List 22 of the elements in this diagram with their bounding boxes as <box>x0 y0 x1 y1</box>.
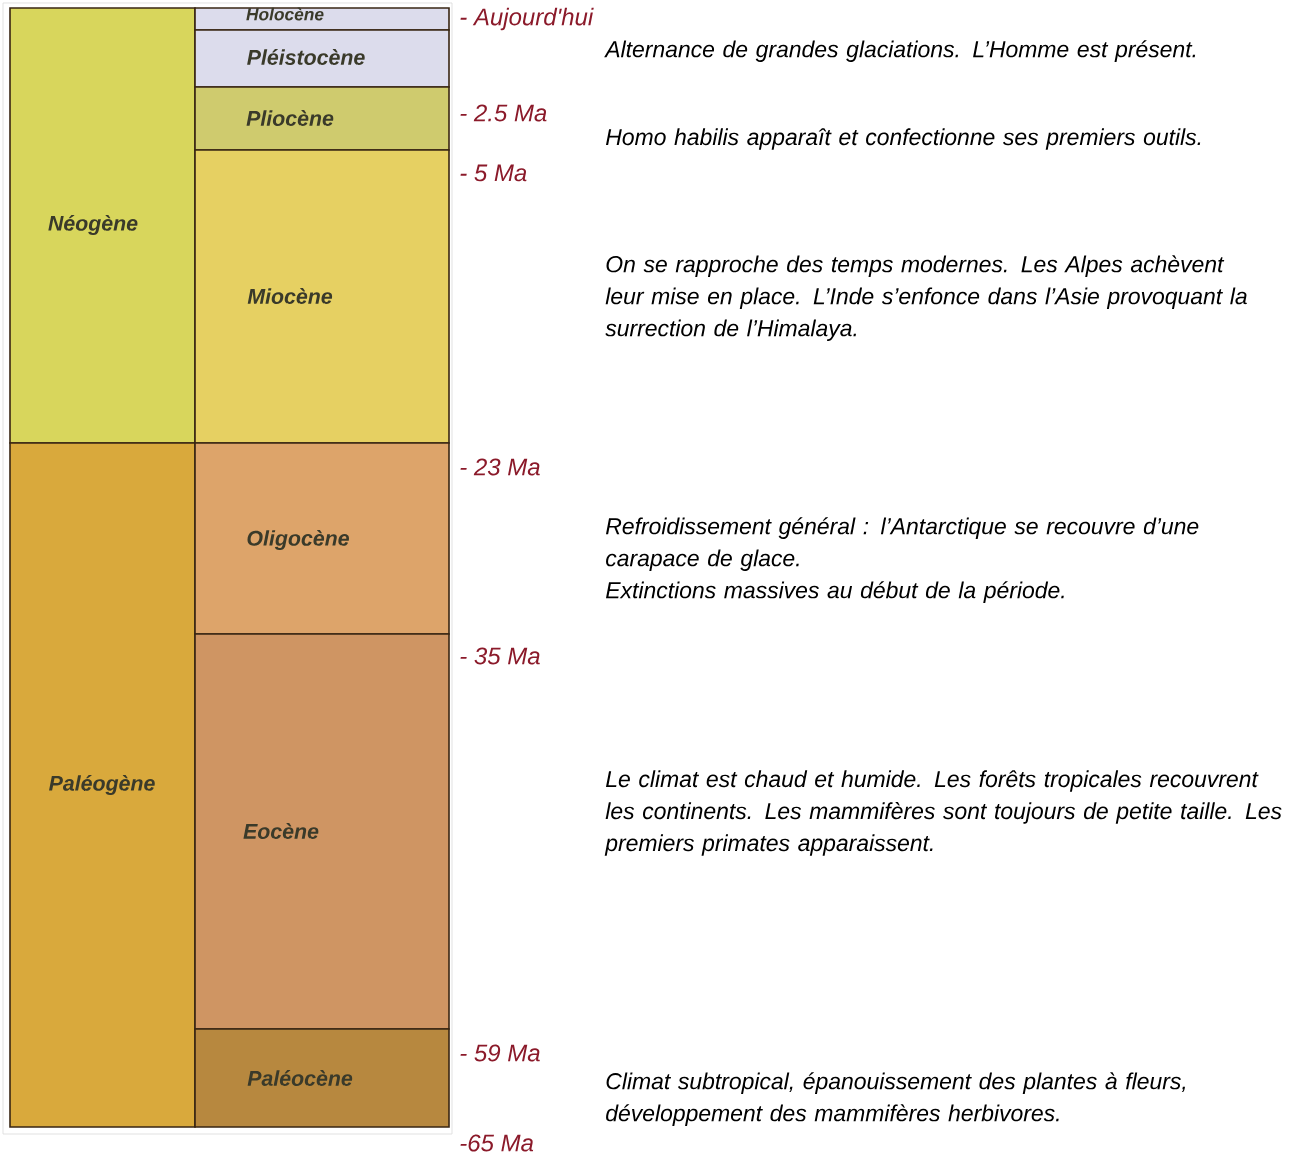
epoch-band: Eocène <box>194 633 450 1030</box>
epoch-band: Paléocène <box>194 1028 450 1128</box>
age-label: - 35 Ma <box>460 647 540 665</box>
age-label: - 59 Ma <box>460 1044 540 1062</box>
age-label: -65 Ma <box>460 1134 534 1152</box>
description-text: Le climat est chaud et humide. Les forêts tropicales recouvrent les continents. Les mammifères sont toujours de petite taille. Les premiers primates apparaissent. <box>604 770 1282 856</box>
description-text: Refroidissement général : l’Antarctique se recouvre d’une carapace de glace. <box>606 517 1199 571</box>
epoch-band: Holocène <box>194 7 450 31</box>
description-text: Alternance de grandes glaciations. L’Homme est présent. <box>604 40 1196 62</box>
age-label: - 5 Ma <box>460 164 527 182</box>
description-text: Extinctions massives au début de la période. <box>606 581 1064 603</box>
period-band: Paléogène <box>9 442 196 1128</box>
description-text: Homo habilis apparaît et confectionne ses premiers outils. <box>606 128 1201 150</box>
epoch-band: Pliocène <box>194 86 450 151</box>
age-label: - 2.5 Ma <box>460 104 547 122</box>
age-label: - Aujourd'hui <box>460 7 594 31</box>
epoch-band: Oligocène <box>194 442 450 635</box>
age-label: - 23 Ma <box>460 458 540 476</box>
description-text: On se rapproche des temps modernes. Les Alpes achèvent leur mise en place. L’Inde s’enfonce dans l’Asie provoquant la surrection de l’Himalaya. <box>605 255 1247 341</box>
period-band: Néogène <box>9 7 196 444</box>
epoch-band: Miocène <box>194 149 450 444</box>
description-text: Climat subtropical, épanouissement des plantes à fleurs, développement des mammifères herbivores. <box>606 1072 1186 1126</box>
